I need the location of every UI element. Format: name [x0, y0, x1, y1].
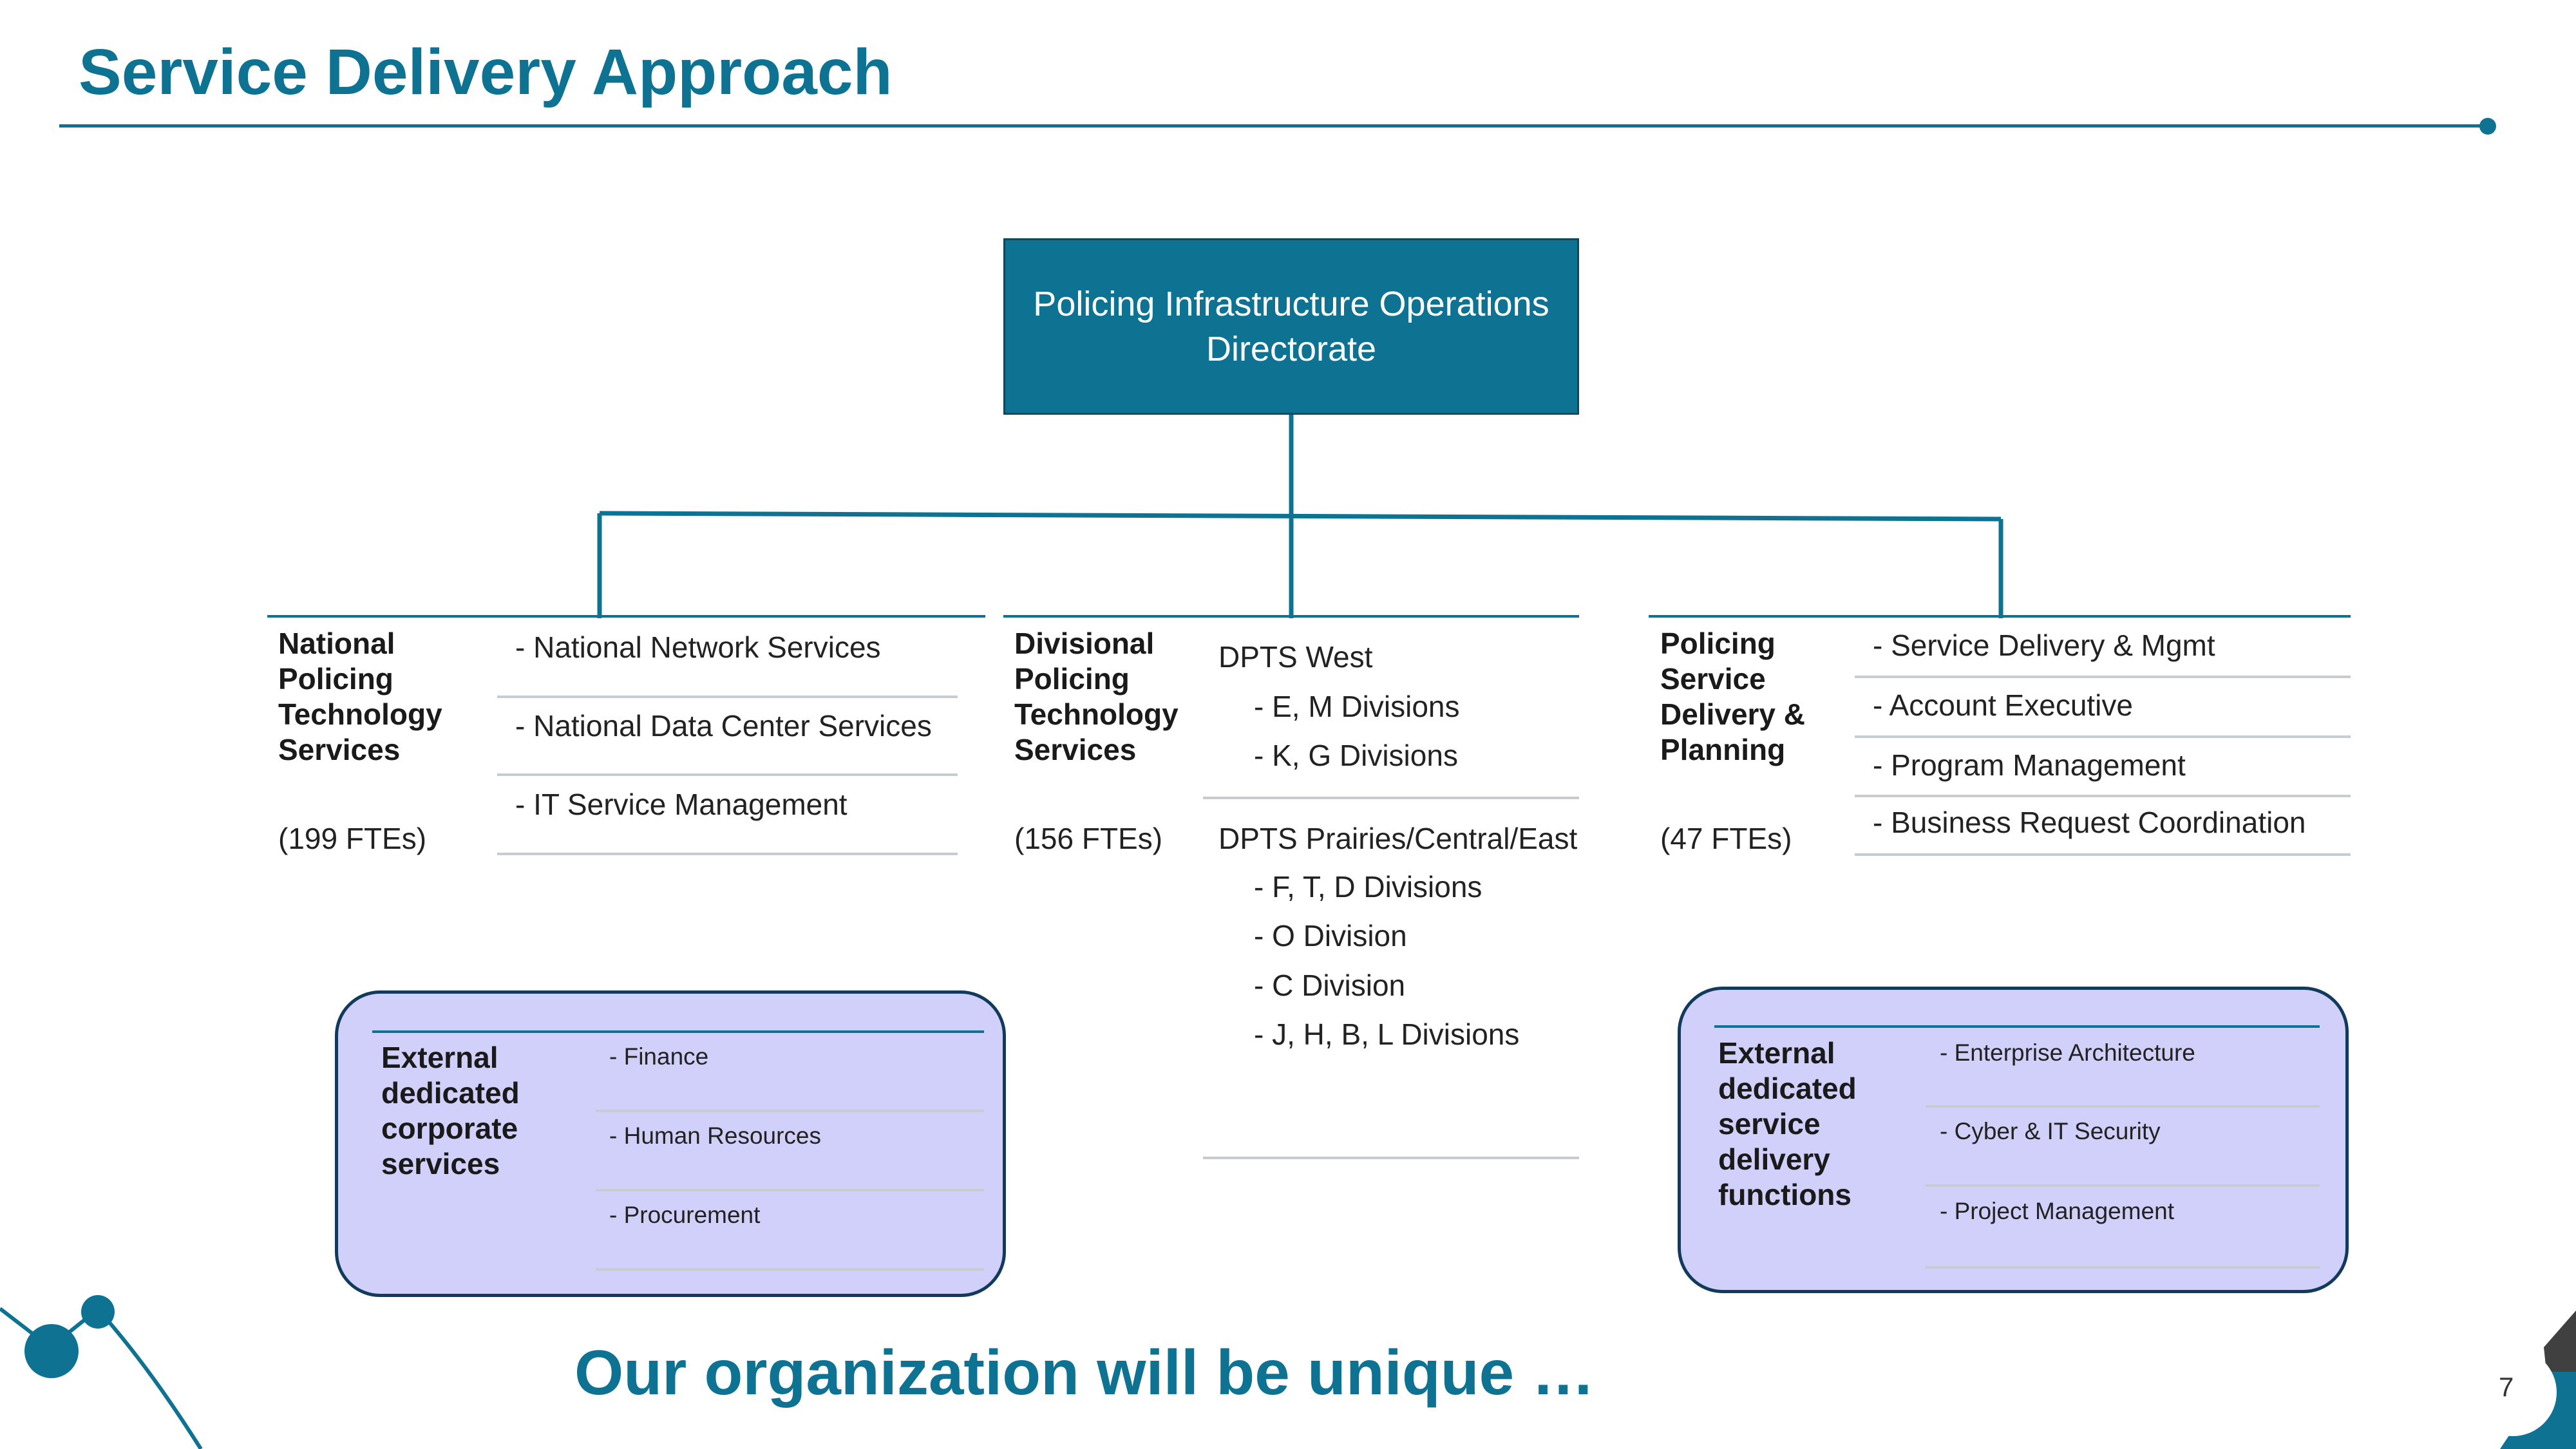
external-service-box — [1678, 987, 2349, 1293]
psdp-name-line: Policing — [1660, 627, 1776, 660]
psdp-divider — [1855, 795, 2351, 797]
npts-name-line: National — [278, 627, 395, 660]
dpts-name-line: Technology — [1014, 697, 1179, 731]
dpts-top-rule — [1003, 615, 1579, 618]
dpts-east-item: - F, T, D Divisions — [1254, 870, 1482, 904]
external-service-name-line: functions — [1718, 1178, 1852, 1211]
dpts-divider — [1203, 797, 1579, 799]
external-service-item: - Enterprise Architecture — [1940, 1039, 2195, 1066]
external-service-divider — [1926, 1184, 2320, 1187]
dpts-west-title: DPTS West — [1218, 640, 1373, 674]
psdp-divider — [1855, 676, 2351, 678]
external-corporate-name: External dedicated corporate services — [381, 1040, 520, 1182]
directorate-label: Policing Infrastructure Operations Direc… — [1033, 284, 1549, 368]
external-corporate-name-line: corporate — [381, 1112, 518, 1145]
psdp-name-line: Planning — [1660, 733, 1786, 766]
npts-name-line: Technology — [278, 697, 442, 731]
npts-name: National Policing Technology Services — [278, 626, 442, 768]
dpts-ftes: (156 FTEs) — [1014, 822, 1163, 855]
npts-top-rule — [267, 615, 985, 618]
slide-title: Service Delivery Approach — [79, 36, 893, 108]
external-corporate-box — [335, 990, 1006, 1297]
directorate-box: Policing Infrastructure Operations Direc… — [1003, 238, 1579, 415]
dpts-name-line: Services — [1014, 733, 1137, 766]
title-underline-dot — [2479, 118, 2496, 135]
dpts-east-title: DPTS Prairies/Central/East — [1218, 822, 1578, 855]
npts-item: - National Network Services — [515, 630, 881, 664]
external-corporate-divider — [596, 1110, 984, 1112]
external-service-item: - Project Management — [1940, 1198, 2175, 1224]
external-service-name-line: service — [1718, 1107, 1821, 1141]
external-service-divider — [1926, 1266, 2320, 1269]
external-service-divider — [1926, 1105, 2320, 1108]
psdp-ftes: (47 FTEs) — [1660, 822, 1792, 855]
npts-divider — [497, 773, 958, 776]
external-corporate-name-line: services — [381, 1147, 500, 1180]
external-corporate-name-line: dedicated — [381, 1076, 520, 1110]
psdp-divider — [1855, 735, 2351, 738]
external-corporate-divider — [596, 1268, 984, 1271]
psdp-divider — [1855, 853, 2351, 856]
npts-name-line: Services — [278, 733, 401, 766]
external-service-top-rule — [1714, 1025, 2320, 1028]
external-corporate-divider — [596, 1189, 984, 1191]
psdp-item: - Business Request Coordination — [1873, 806, 2306, 839]
psdp-item: - Program Management — [1873, 748, 2186, 782]
external-service-item: - Cyber & IT Security — [1940, 1118, 2161, 1144]
psdp-name-line: Service — [1660, 662, 1766, 696]
external-corporate-item: - Human Resources — [609, 1122, 822, 1149]
external-corporate-item: - Procurement — [609, 1202, 761, 1228]
tagline: Our organization will be unique … — [574, 1337, 1595, 1408]
psdp-item: - Account Executive — [1873, 688, 2133, 722]
psdp-item: - Service Delivery & Mgmt — [1873, 629, 2215, 662]
npts-name-line: Policing — [278, 662, 393, 696]
external-service-name-line: External — [1718, 1036, 1835, 1070]
dpts-east-item: - J, H, B, L Divisions — [1254, 1018, 1520, 1051]
page-corner-icon — [2469, 1311, 2576, 1449]
dpts-west-item: - K, G Divisions — [1254, 739, 1458, 772]
psdp-top-rule — [1649, 615, 2351, 618]
page-number: 7 — [2499, 1372, 2514, 1402]
dpts-west-item: - E, M Divisions — [1254, 690, 1460, 723]
dpts-east-item: - C Division — [1254, 969, 1406, 1002]
molecule-decoration-icon — [0, 1295, 203, 1449]
psdp-name-line: Delivery & — [1660, 697, 1806, 731]
external-corporate-item: - Finance — [609, 1043, 709, 1070]
dpts-name-line: Divisional — [1014, 627, 1155, 660]
dpts-name-line: Policing — [1014, 662, 1130, 696]
npts-divider — [497, 696, 958, 698]
npts-item: - National Data Center Services — [515, 709, 932, 743]
connector-horizontal-bar — [599, 511, 2002, 522]
npts-item: - IT Service Management — [515, 788, 848, 821]
external-service-name: External dedicated service delivery func… — [1718, 1036, 1857, 1213]
npts-ftes: (199 FTEs) — [278, 822, 427, 855]
external-corporate-name-line: External — [381, 1041, 498, 1074]
external-corporate-top-rule — [372, 1030, 984, 1033]
dpts-name: Divisional Policing Technology Services — [1014, 626, 1179, 768]
dpts-bottom-rule — [1203, 1157, 1579, 1159]
external-service-name-line: dedicated — [1718, 1072, 1857, 1105]
dpts-east-item: - O Division — [1254, 919, 1407, 952]
psdp-name: Policing Service Delivery & Planning — [1660, 626, 1805, 768]
external-service-name-line: delivery — [1718, 1142, 1830, 1176]
title-underline — [59, 124, 2494, 128]
npts-divider — [497, 853, 958, 855]
